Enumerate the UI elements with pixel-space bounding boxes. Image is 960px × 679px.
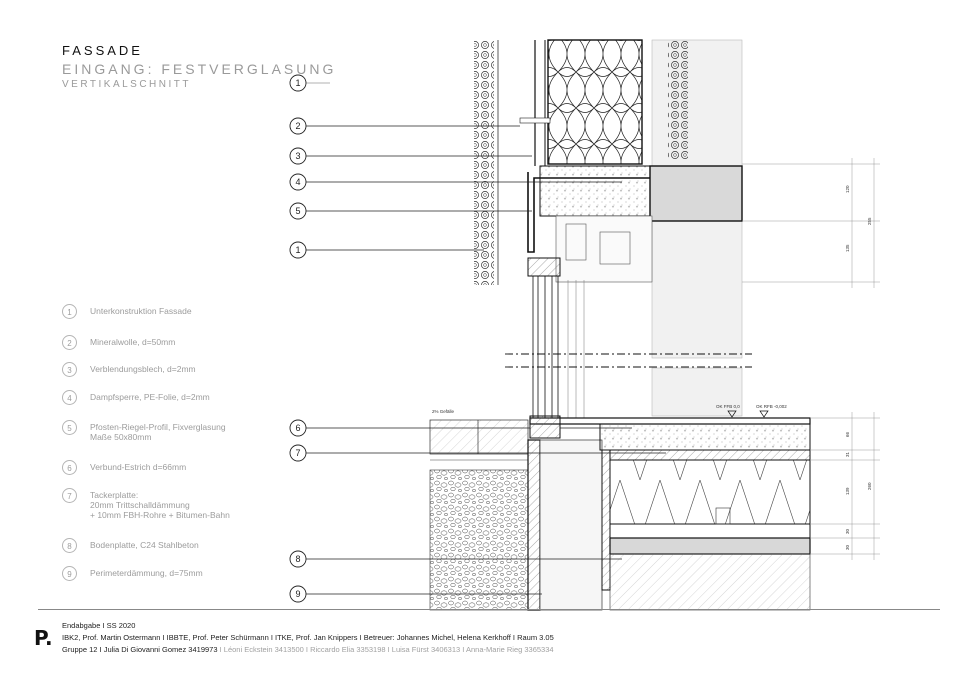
head-frame-detail <box>555 215 653 283</box>
drawing-view-label: VERTIKALSCHNITT <box>62 79 191 90</box>
head-insulation <box>539 165 651 217</box>
perimeter-insulation <box>527 439 541 611</box>
legend-text: Perimeterdämmung, d=75mm <box>90 568 203 578</box>
dim-upper-total: 255 <box>867 217 872 225</box>
svg-text:3: 3 <box>295 151 300 161</box>
facade-substructure-right <box>668 40 688 160</box>
drawing-title: FASSADE <box>62 43 143 58</box>
legend-text: Verbund-Estrich d=66mm <box>90 462 187 472</box>
legend-text: Verblendungsblech, d=2mm <box>90 364 196 374</box>
legend-number: 3 <box>62 362 77 377</box>
svg-text:2: 2 <box>295 121 300 131</box>
foundation-edge <box>539 439 603 611</box>
callout-1-top: 1 <box>289 74 330 92</box>
callout-2: 2 <box>289 117 520 135</box>
callout-7: 7 <box>289 444 666 462</box>
footer-submission: Endabgabe I SS 2020 <box>62 621 136 630</box>
legend-text: Pfosten-Riegel-Profil, Fixverglasung Maß… <box>90 422 226 442</box>
legend-text: Tackerplatte: 20mm Trittschalldämmung + … <box>90 490 230 520</box>
callout-1-bottom: 1 <box>289 241 484 259</box>
svg-text:1: 1 <box>295 245 300 255</box>
facade-substructure-left <box>474 40 494 285</box>
svg-text:1: 1 <box>295 78 300 88</box>
dim-lower-total: 260 <box>867 482 872 490</box>
legend-text: Bodenplatte, C24 Stahlbeton <box>90 540 199 550</box>
legend-text: Unterkonstruktion Fassade <box>90 306 192 316</box>
callout-5: 5 <box>289 202 532 220</box>
callout-6: 6 <box>289 419 632 437</box>
dim-lower-4: 30 <box>845 528 850 534</box>
legend-number: 2 <box>62 335 77 350</box>
legend-text: Dampfsperre, PE-Folie, d=2mm <box>90 392 210 402</box>
gravel-bed <box>429 469 529 611</box>
dim-lower-3: 139 <box>845 487 850 495</box>
dim-lower-5: 30 <box>845 544 850 550</box>
callout-8: 8 <box>289 550 622 568</box>
transom-profile <box>527 257 561 277</box>
level-ffb: OK FFB 0,0 <box>716 404 740 409</box>
tacker-board <box>609 449 811 461</box>
subsoil <box>609 553 811 611</box>
legend-number: 8 <box>62 538 77 553</box>
paving <box>429 419 529 455</box>
impact-insulation <box>609 459 811 525</box>
legend-number: 1 <box>62 304 77 319</box>
legend-number: 6 <box>62 460 77 475</box>
footer-institutes: IBK2, Prof. Martin Ostermann I IBBTE, Pr… <box>62 633 554 642</box>
footer-group: Gruppe 12 I Julia Di Giovanni Gomez 3419… <box>62 645 554 654</box>
svg-text:8: 8 <box>295 554 300 564</box>
slope-label: 2% Gefälle <box>432 409 455 414</box>
callout-3: 3 <box>289 147 532 165</box>
legend-number: 4 <box>62 390 77 405</box>
footer-group-members: I Léoni Eckstein 3413500 I Riccardo Elia… <box>217 645 554 654</box>
legend-text: Mineralwolle, d=50mm <box>90 337 176 347</box>
dim-lower-1: 66 <box>845 431 850 437</box>
base-slab <box>609 537 811 555</box>
drawing-subtitle: EINGANG: FESTVERGLASUNG <box>62 61 337 77</box>
svg-text:9: 9 <box>295 589 300 599</box>
footer-group-main: Gruppe 12 I Julia Di Giovanni Gomez 3419… <box>62 645 218 654</box>
callout-9: 9 <box>289 585 542 603</box>
callout-4: 4 <box>289 173 622 191</box>
wall-lower <box>651 367 743 417</box>
composite-screed <box>599 423 811 451</box>
legend-number: 7 <box>62 488 77 503</box>
lintel <box>649 165 743 222</box>
mineral-wool <box>547 39 643 165</box>
cover-flashing <box>527 172 650 253</box>
legend-number: 5 <box>62 420 77 435</box>
level-rfb: OK RFB -0,002 <box>756 404 787 409</box>
dim-upper-1: 120 <box>845 185 850 193</box>
university-logo: P. <box>34 626 53 650</box>
legend-number: 9 <box>62 566 77 581</box>
svg-text:5: 5 <box>295 206 300 216</box>
dim-upper-2: 135 <box>845 244 850 252</box>
dim-lower-2: 31 <box>845 451 850 457</box>
footer-divider <box>38 609 940 610</box>
svg-text:7: 7 <box>295 448 300 458</box>
svg-text:4: 4 <box>295 177 300 187</box>
svg-text:6: 6 <box>295 423 300 433</box>
